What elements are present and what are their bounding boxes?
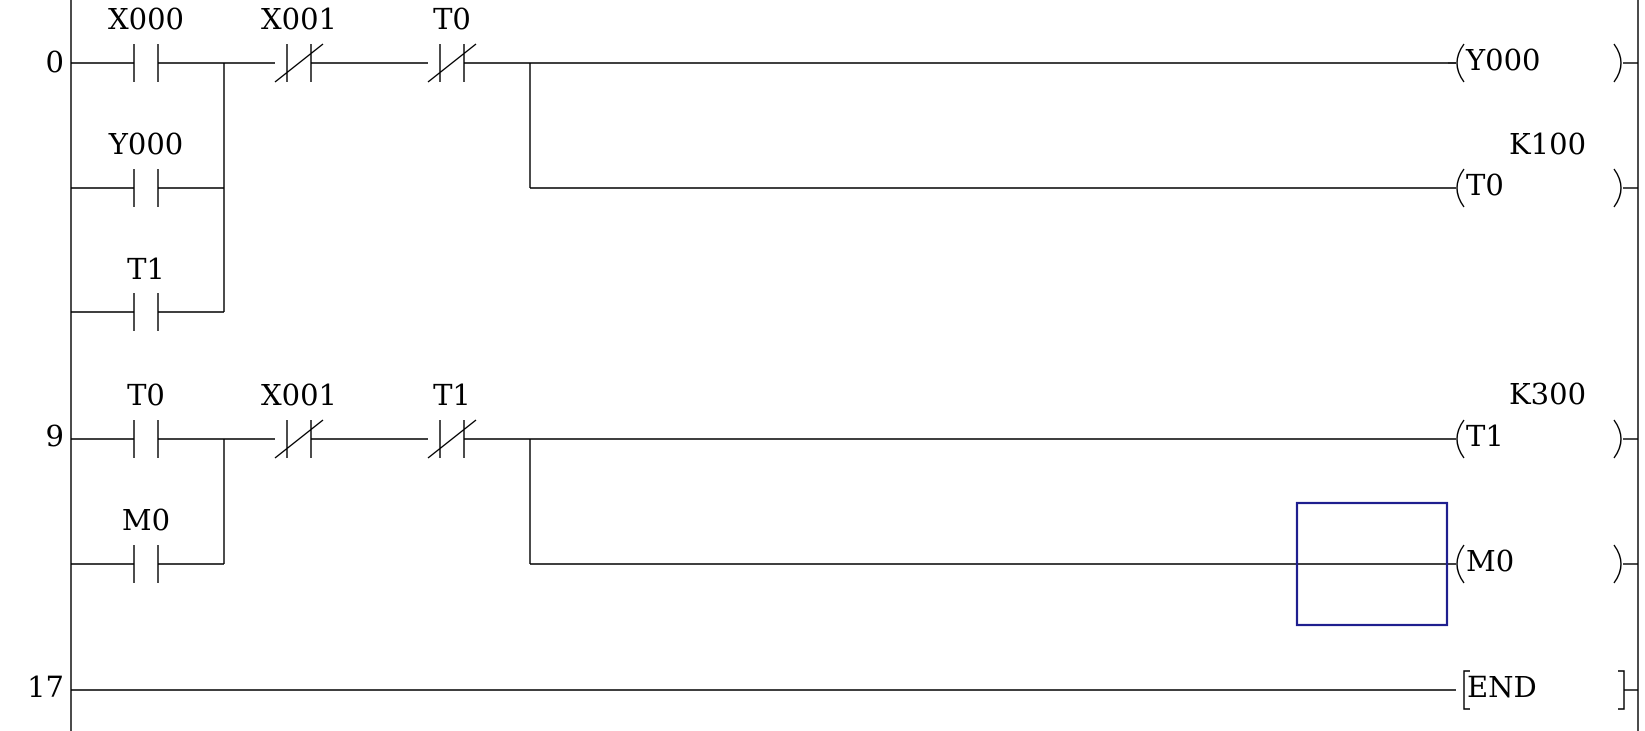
- contact-no-x000[interactable]: X000: [108, 2, 184, 82]
- contact-nc-x001[interactable]: X001: [261, 378, 337, 459]
- coil-t1[interactable]: T1 K300: [1456, 377, 1638, 459]
- coil-label: T0: [1466, 168, 1504, 202]
- contact-nc-x001[interactable]: X001: [261, 2, 337, 83]
- coil-label: T1: [1466, 419, 1504, 453]
- contact-nc-t1[interactable]: T1: [427, 378, 477, 459]
- contact-no-m0[interactable]: M0: [122, 503, 170, 583]
- step-number: 0: [46, 45, 64, 79]
- contact-label: Y000: [108, 127, 184, 161]
- coil-y000[interactable]: Y000: [1448, 43, 1638, 83]
- end-instruction[interactable]: END: [1463, 670, 1638, 710]
- end-label: END: [1467, 670, 1537, 704]
- coil-m0[interactable]: M0: [1456, 544, 1638, 584]
- contact-no-t1[interactable]: T1: [127, 252, 165, 331]
- timer-preset: K300: [1509, 377, 1586, 411]
- coil-label: Y000: [1465, 43, 1541, 77]
- coil-t0[interactable]: T0 K100: [1456, 127, 1638, 208]
- timer-preset: K100: [1509, 127, 1586, 161]
- contact-label: X001: [261, 2, 337, 36]
- contact-nc-t0[interactable]: T0: [427, 2, 477, 83]
- contact-no-y000[interactable]: Y000: [108, 127, 184, 207]
- contact-label: T0: [127, 378, 165, 412]
- contact-label: T1: [127, 252, 165, 286]
- contact-label: M0: [122, 503, 170, 537]
- step-number: 9: [46, 419, 64, 453]
- contact-label: X001: [261, 378, 337, 412]
- coil-label: M0: [1466, 544, 1514, 578]
- step-number: 17: [27, 670, 64, 704]
- contact-label: X000: [108, 2, 184, 36]
- cell-cursor[interactable]: [1295, 501, 1449, 627]
- contact-label: T1: [433, 378, 471, 412]
- contact-label: T0: [433, 2, 471, 36]
- contact-no-t0[interactable]: T0: [127, 378, 165, 458]
